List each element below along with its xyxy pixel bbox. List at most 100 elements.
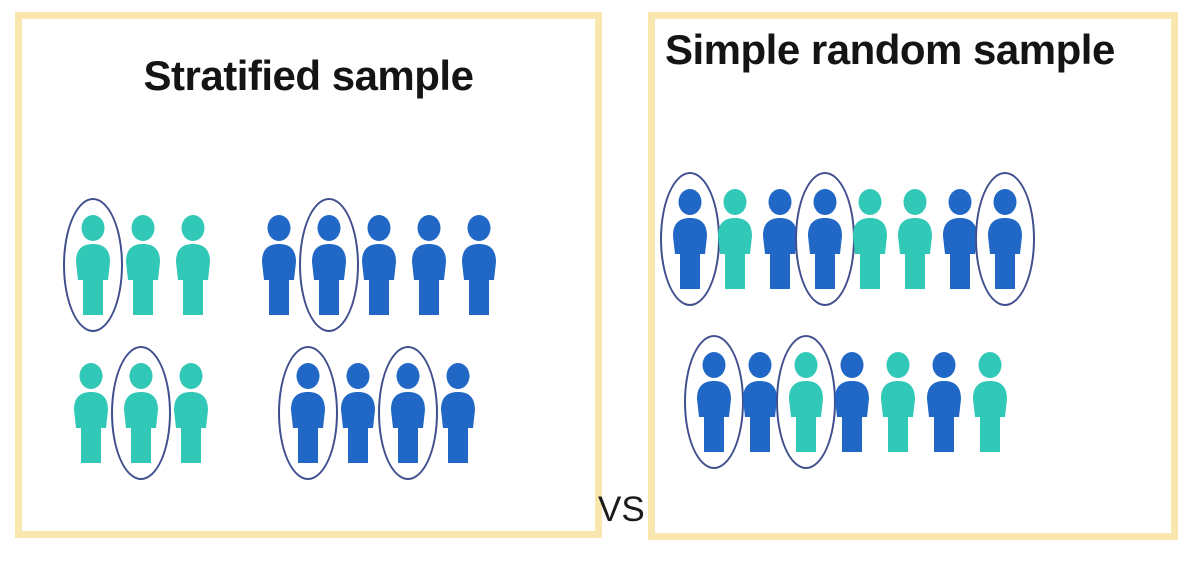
person-head xyxy=(768,189,792,215)
person-icon xyxy=(378,346,438,480)
person-glyph xyxy=(462,215,496,315)
person-head xyxy=(267,215,291,241)
person-head xyxy=(794,352,818,378)
people-row xyxy=(72,346,477,480)
person-head xyxy=(813,189,837,215)
person-body xyxy=(808,218,842,289)
person-body xyxy=(973,381,1007,452)
person-body xyxy=(312,244,346,315)
people-group xyxy=(660,172,1035,306)
person-body xyxy=(927,381,961,452)
person-body xyxy=(262,244,296,315)
person-body xyxy=(718,218,752,289)
person-glyph xyxy=(743,352,777,452)
person-head xyxy=(948,189,972,215)
person-body xyxy=(176,244,210,315)
person-icon xyxy=(851,189,889,289)
person-body xyxy=(988,218,1022,289)
person-head xyxy=(417,215,441,241)
person-head xyxy=(840,352,864,378)
person-head xyxy=(723,189,747,215)
person-glyph xyxy=(341,363,375,463)
person-icon xyxy=(761,189,799,289)
person-body xyxy=(835,381,869,452)
person-body xyxy=(697,381,731,452)
person-head xyxy=(702,352,726,378)
person-head xyxy=(81,215,105,241)
people-row xyxy=(684,335,1009,469)
person-icon xyxy=(776,335,836,469)
person-glyph xyxy=(697,352,731,452)
person-glyph xyxy=(176,215,210,315)
person-glyph xyxy=(441,363,475,463)
person-glyph xyxy=(853,189,887,289)
person-icon xyxy=(833,352,871,452)
person-head xyxy=(993,189,1017,215)
person-icon xyxy=(716,189,754,289)
person-body xyxy=(412,244,446,315)
person-icon xyxy=(460,215,498,315)
person-glyph xyxy=(943,189,977,289)
person-icon xyxy=(72,363,110,463)
person-body xyxy=(74,392,108,463)
people-group xyxy=(63,198,212,332)
person-head xyxy=(932,352,956,378)
people-rows xyxy=(22,19,595,531)
person-icon xyxy=(896,189,934,289)
person-icon xyxy=(879,352,917,452)
person-icon xyxy=(439,363,477,463)
person-glyph xyxy=(76,215,110,315)
vs-label: VS xyxy=(598,490,645,529)
person-body xyxy=(673,218,707,289)
people-row xyxy=(660,172,1035,306)
person-glyph xyxy=(718,189,752,289)
person-head xyxy=(446,363,470,389)
person-glyph xyxy=(927,352,961,452)
person-icon xyxy=(339,363,377,463)
person-icon xyxy=(941,189,979,289)
person-glyph xyxy=(808,189,842,289)
person-glyph xyxy=(291,363,325,463)
person-body xyxy=(441,392,475,463)
person-body xyxy=(341,392,375,463)
person-body xyxy=(853,218,887,289)
person-body xyxy=(76,244,110,315)
person-icon xyxy=(795,172,855,306)
person-glyph xyxy=(262,215,296,315)
person-glyph xyxy=(988,189,1022,289)
person-body xyxy=(881,381,915,452)
person-glyph xyxy=(412,215,446,315)
person-head xyxy=(858,189,882,215)
person-body xyxy=(763,218,797,289)
person-glyph xyxy=(362,215,396,315)
person-head xyxy=(903,189,927,215)
people-group xyxy=(684,335,1009,469)
simple-random-panel-title: Simple random sample xyxy=(665,26,1115,73)
person-body xyxy=(462,244,496,315)
person-body xyxy=(898,218,932,289)
person-glyph xyxy=(174,363,208,463)
person-glyph xyxy=(391,363,425,463)
people-group xyxy=(72,346,210,480)
person-icon xyxy=(124,215,162,315)
panel-simple-random: Simple random sample xyxy=(648,12,1178,540)
person-body xyxy=(391,392,425,463)
person-icon xyxy=(975,172,1035,306)
person-head xyxy=(129,363,153,389)
person-glyph xyxy=(881,352,915,452)
person-body xyxy=(291,392,325,463)
person-icon xyxy=(63,198,123,332)
person-icon xyxy=(684,335,744,469)
person-glyph xyxy=(673,189,707,289)
person-glyph xyxy=(312,215,346,315)
person-icon xyxy=(971,352,1009,452)
person-head xyxy=(79,363,103,389)
person-icon xyxy=(172,363,210,463)
person-body xyxy=(174,392,208,463)
person-glyph xyxy=(789,352,823,452)
person-head xyxy=(978,352,1002,378)
person-glyph xyxy=(763,189,797,289)
person-glyph xyxy=(973,352,1007,452)
person-head xyxy=(678,189,702,215)
